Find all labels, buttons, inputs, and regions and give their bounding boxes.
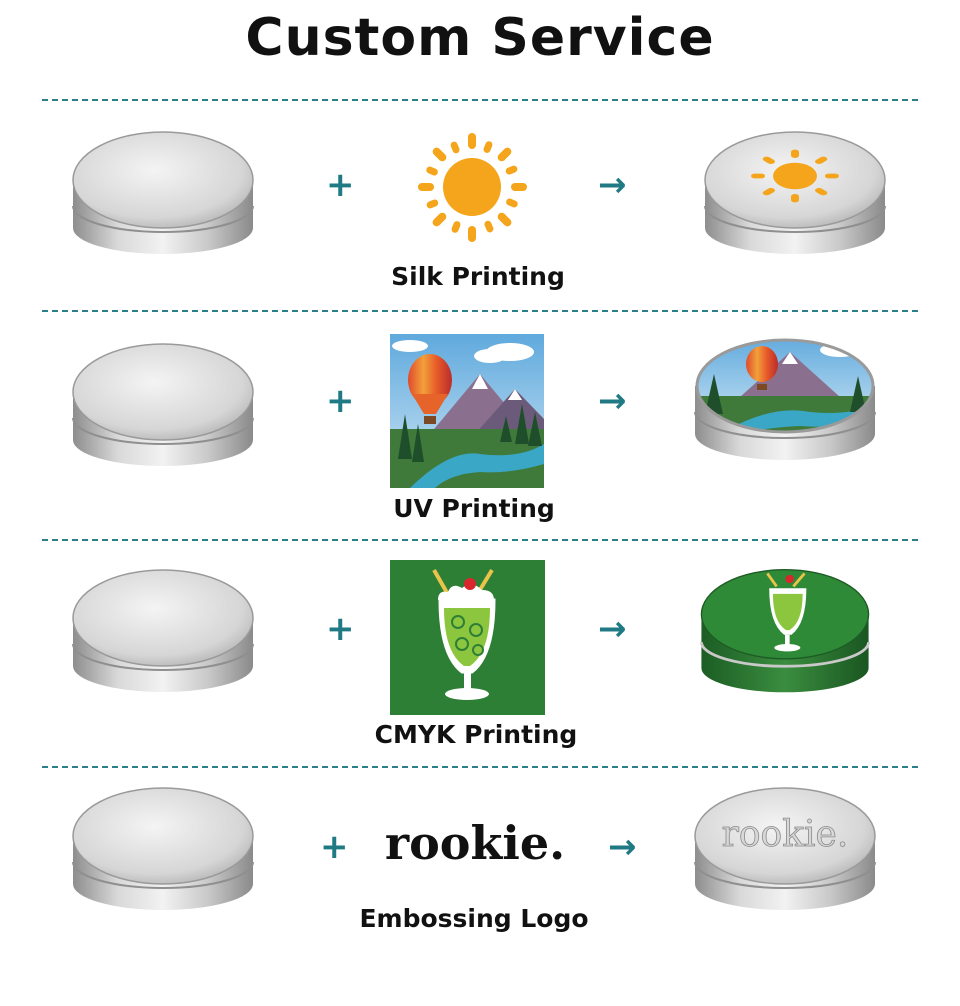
silk-printing-row: + →	[0, 110, 960, 340]
embossing-logo-label: Embossing Logo	[359, 904, 589, 933]
uv-printing-row: + →	[0, 322, 960, 552]
cmyk-printing-label: CMYK Printing	[374, 720, 578, 749]
arrow-sign: →	[608, 827, 637, 867]
embossed-tin: rookie.	[694, 787, 876, 910]
blank-tin	[72, 569, 254, 692]
silk-printing-label: Silk Printing	[391, 262, 565, 291]
cmyk-printing-row: + → CMYK Printing	[0, 548, 960, 778]
uv-printing-label: UV Printing	[393, 494, 555, 523]
cmyk-printed-tin	[700, 569, 870, 693]
embossing-logo-row: + rookie. → rookie. Embossing Logo	[0, 776, 960, 1006]
arrow-sign: →	[598, 381, 627, 421]
rookie-logo: rookie.	[384, 816, 566, 870]
balloon-landscape-image	[390, 334, 544, 488]
page-title: Custom Service	[245, 8, 715, 68]
sun-icon	[418, 133, 527, 242]
blank-tin	[72, 131, 254, 254]
uv-printed-tin	[694, 338, 876, 460]
divider	[42, 99, 918, 101]
plus-sign: +	[326, 165, 355, 205]
plus-sign: +	[326, 609, 355, 649]
blank-tin	[72, 343, 254, 466]
plus-sign: +	[320, 827, 349, 867]
silk-printed-tin	[704, 131, 886, 254]
embossed-logo-text: rookie.	[722, 814, 849, 855]
arrow-sign: →	[598, 609, 627, 649]
divider	[42, 310, 918, 312]
divider	[42, 539, 918, 541]
blank-tin	[72, 787, 254, 910]
divider	[42, 766, 918, 768]
arrow-sign: →	[598, 165, 627, 205]
plus-sign: +	[326, 381, 355, 421]
cocktail-image	[390, 560, 545, 715]
